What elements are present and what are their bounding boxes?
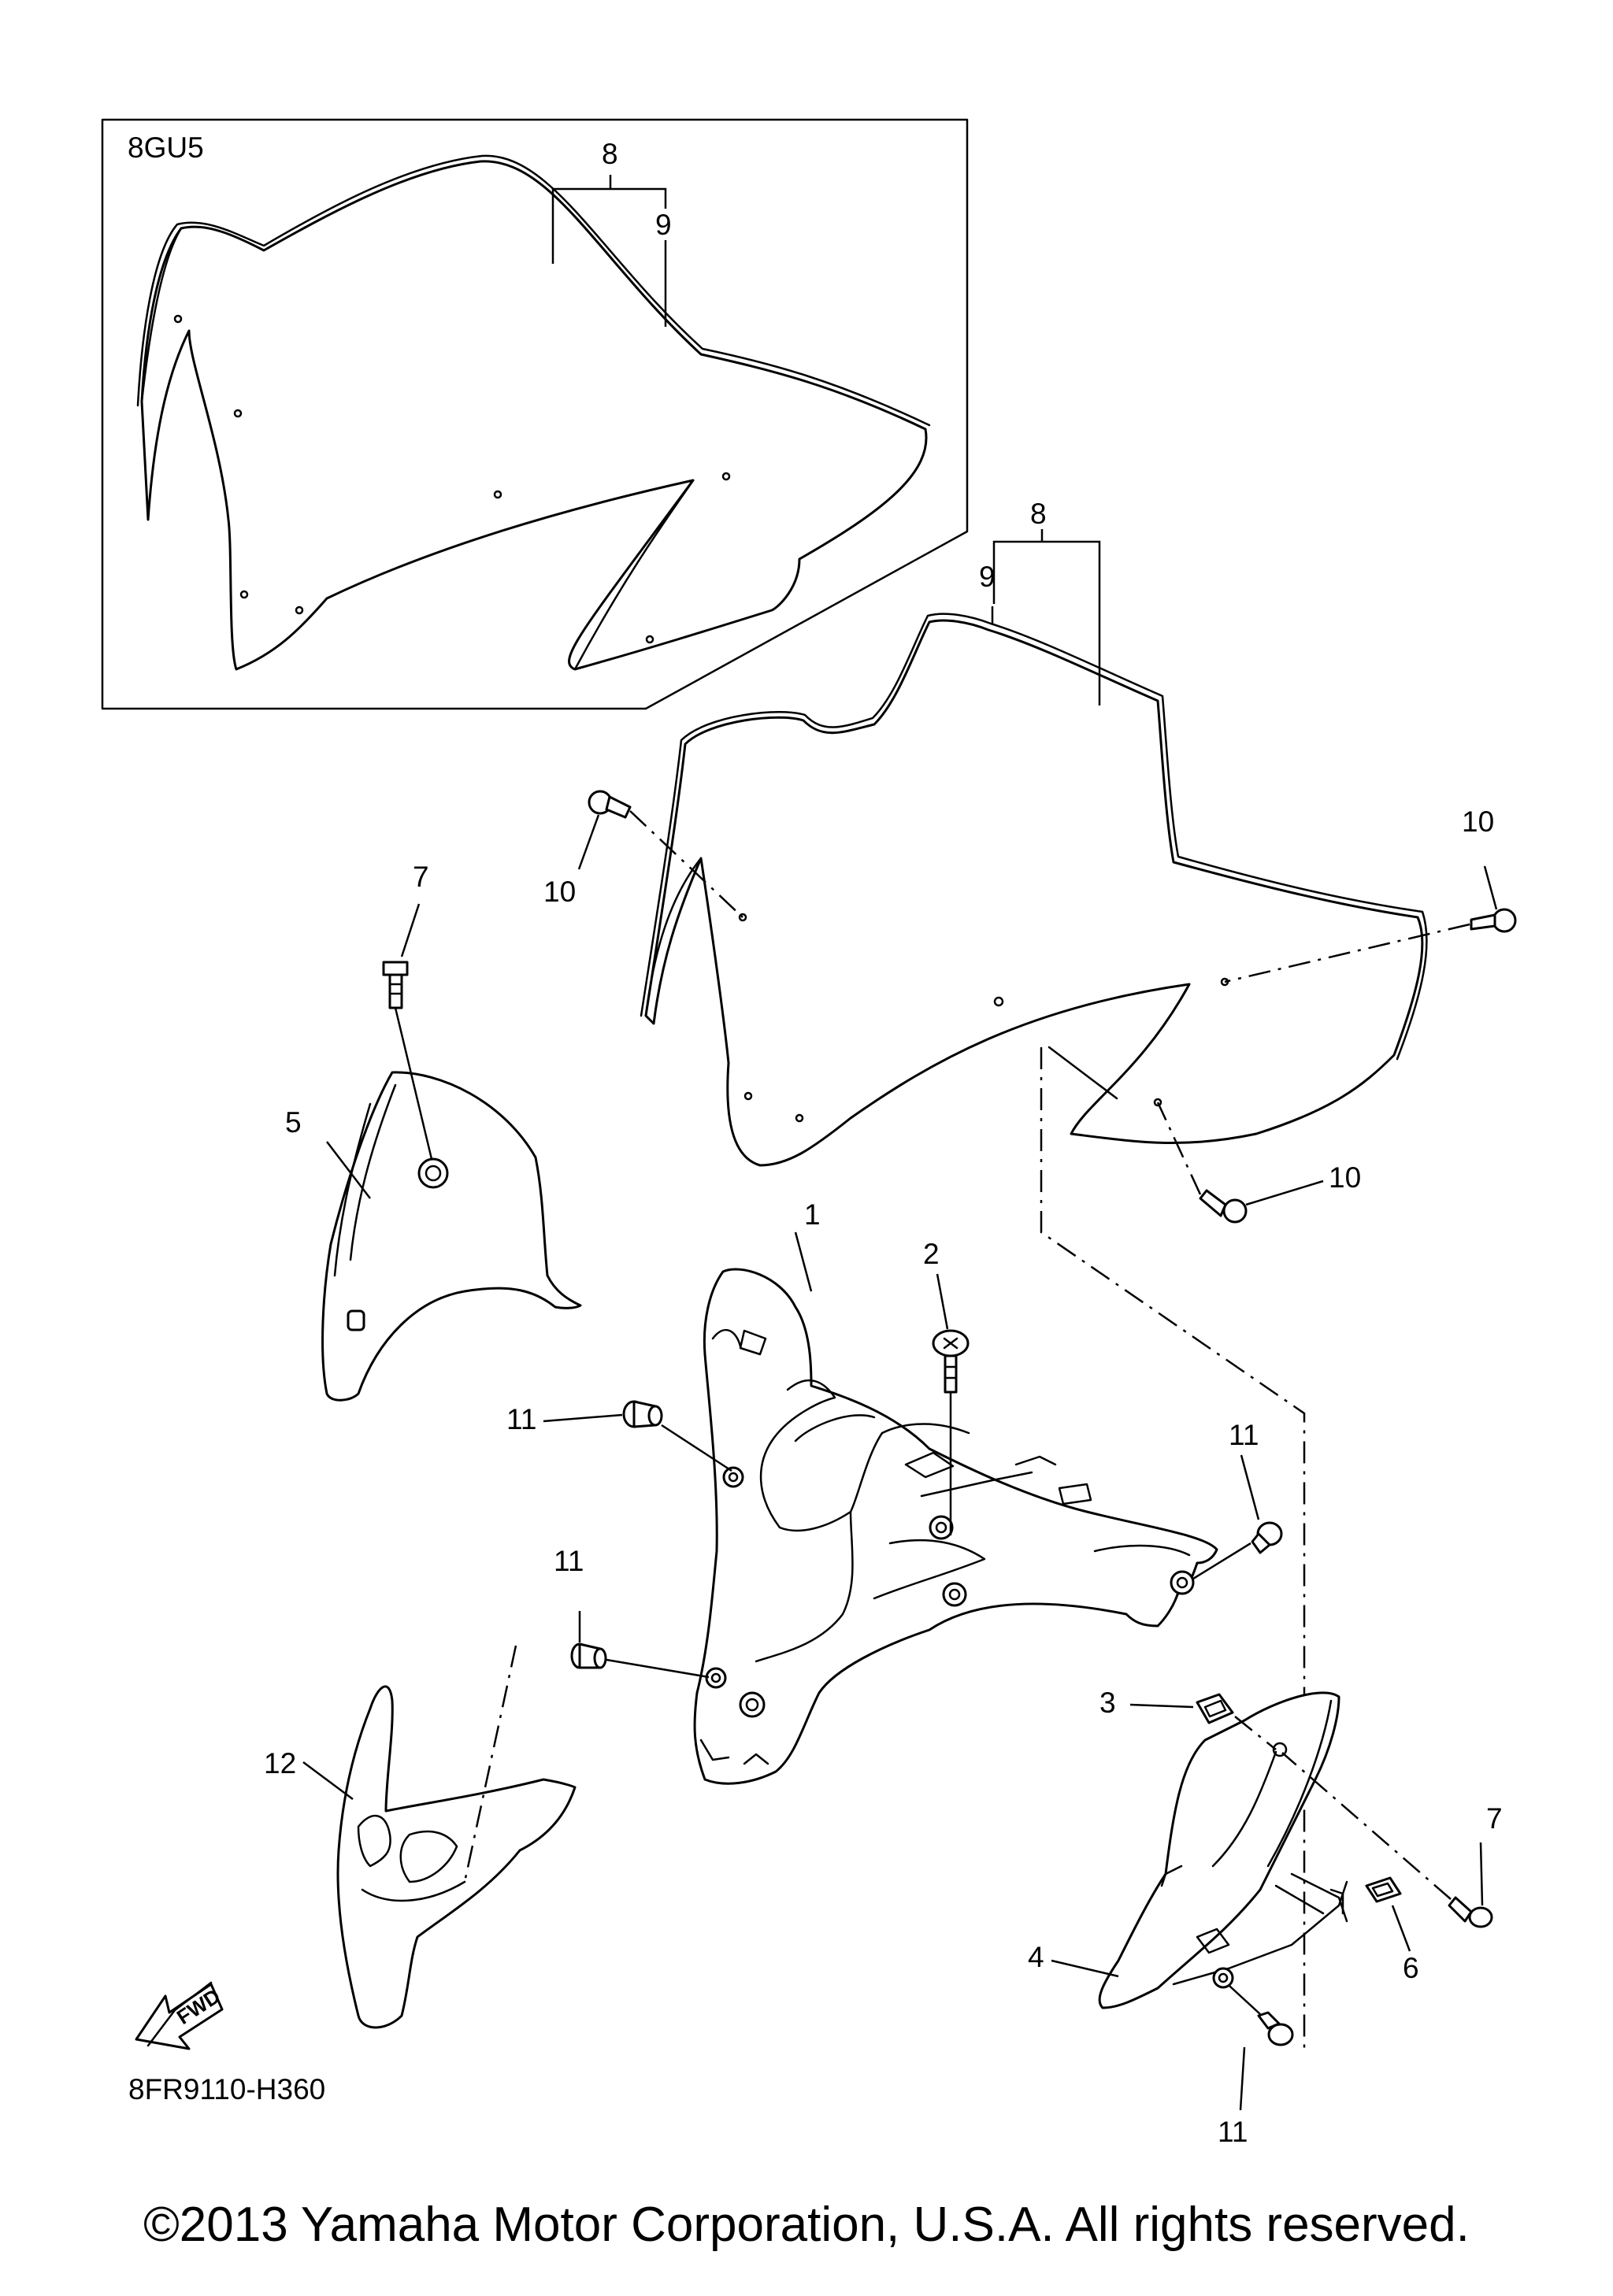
- callout-12: 12: [264, 1747, 296, 1779]
- callout-9: 9: [979, 561, 996, 593]
- callout-4: 4: [1028, 1941, 1044, 1973]
- screw-10-right: [1224, 865, 1517, 983]
- collar-11-lower-left: [570, 1611, 710, 1679]
- callout-10-lower: 10: [1329, 1161, 1361, 1194]
- callout-2: 2: [923, 1238, 940, 1270]
- screw-7-upper: [382, 903, 433, 1160]
- windshield: [640, 613, 1428, 1167]
- screw-2: [932, 1273, 970, 1535]
- screw-7-lower: [1281, 1752, 1493, 1928]
- callout-11-lower-left: 11: [554, 1545, 584, 1577]
- callout-10-right: 10: [1462, 805, 1494, 838]
- fwd-arrow-icon: FWD: [135, 1981, 224, 2050]
- inset-callouts: 8 9: [551, 138, 672, 327]
- collar-11-upper-right: [1192, 1454, 1283, 1580]
- callout-5: 5: [285, 1106, 302, 1139]
- callout-7-lower: 7: [1486, 1802, 1503, 1835]
- callout-1: 1: [804, 1198, 821, 1231]
- callout-3: 3: [1099, 1687, 1116, 1719]
- collar-11-lower-right: [1220, 1977, 1294, 2111]
- part-4-lower-cover: [1051, 1691, 1348, 2009]
- inset-label-8: 8: [602, 138, 618, 170]
- inset-label-9: 9: [655, 209, 672, 241]
- inset-variant-box: 8GU5 8 9: [101, 118, 969, 710]
- clip-3: [1129, 1693, 1277, 1750]
- part-5-panel: [321, 1071, 582, 1402]
- callout-11-upper-right: 11: [1229, 1419, 1259, 1451]
- callout-11-upper-left: 11: [506, 1403, 536, 1435]
- callout-8: 8: [1030, 498, 1047, 530]
- inset-windshield: [136, 154, 931, 671]
- main-windshield-callouts: [991, 529, 1101, 705]
- callout-10-left: 10: [543, 876, 576, 908]
- callout-labels: 1 2 3 4 5 6 7 7 8 9 10 10 10 11 11 11 11…: [264, 498, 1503, 2148]
- part-1-inner-panel: [693, 1231, 1218, 1785]
- inset-model-code: 8GU5: [128, 131, 204, 164]
- copyright-notice: ©2013 Yamaha Motor Corporation, U.S.A. A…: [143, 2198, 1470, 2252]
- callout-6: 6: [1403, 1952, 1419, 1984]
- screw-10-lower: [1156, 1102, 1324, 1224]
- figure-code: 8FR9110-H360: [128, 2073, 325, 2105]
- clip-6: [1365, 1876, 1411, 1952]
- part-12-lower-cover: [302, 1645, 577, 2029]
- collar-11-upper-left: [543, 1400, 732, 1472]
- callout-11-lower-right: 11: [1218, 2116, 1248, 2148]
- screw-10-left: [577, 790, 743, 918]
- callout-7-upper: 7: [413, 861, 429, 893]
